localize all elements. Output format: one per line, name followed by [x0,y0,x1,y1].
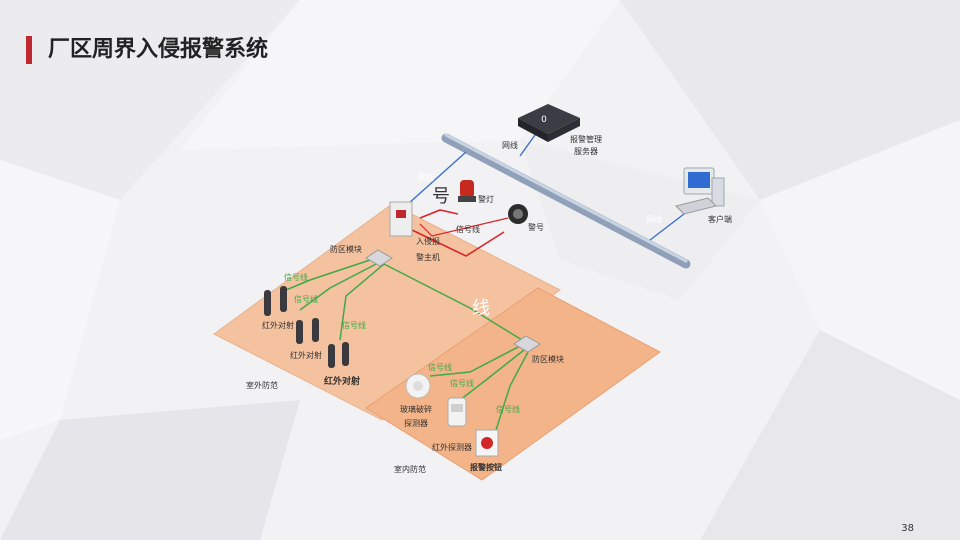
alarm-server-label-1: 报警管理 [570,134,602,144]
signal-line-4-label: 信号线 [428,362,452,372]
green-signal-outdoor-3 [339,263,385,341]
indoor-zone-label: 室内防范 [394,464,426,474]
net-line-host [407,151,467,205]
ir-beam-1-label: 红外对射 [262,320,294,330]
alarm-host-device [389,201,413,237]
outdoor-zone-label: 室外防范 [246,380,278,390]
green-signal-indoor-1 [429,345,521,377]
net-line-left-label: 网线 [418,172,434,182]
signal-big-label: 号 [432,186,450,207]
ir-detector-device [447,397,467,427]
green-signal-outdoor-2 [299,261,381,311]
panic-button-device [475,429,499,457]
ir-beam-pair-1 [264,286,287,316]
network-backbone [441,133,691,269]
glass-break-label-2: 探测器 [404,418,428,428]
zone-module-outer-device [365,249,393,267]
green-signal-indoor-3 [495,351,529,431]
glass-break-label-1: 玻璃破碎 [400,404,432,414]
red-signal-line [411,229,505,257]
signal-line-5-label: 信号线 [450,378,474,388]
client-computer [675,167,725,215]
alarm-server-device: 0 [518,104,580,142]
alarm-server-label-2: 服务器 [574,146,598,156]
zone-module-inner-label: 防区模块 [532,354,564,364]
zone-module-inner-device [513,335,541,353]
svg-text:0: 0 [541,115,547,125]
client-label: 客户端 [708,214,732,224]
ir-beam-2-label: 红外对射 [290,350,322,360]
signal-line-3-label: 信号线 [342,320,366,330]
outdoor-zone-plate [213,203,561,421]
siren-device [508,204,528,224]
zone-module-outer-label: 防区模块 [330,244,362,254]
host-label-2: 警主机 [416,252,440,262]
green-signal-to-indoor [383,263,523,341]
title-accent-bar [26,36,32,64]
host-label-1: 入侵报 [416,236,440,246]
glass-break-detector [405,373,431,399]
ir-beam-pair-3 [328,342,349,368]
alarm-light-label: 警灯 [478,194,494,204]
line-big-label: 线 [472,298,490,319]
signal-line-6-label: 信号线 [496,404,520,414]
green-signal-indoor-2 [459,349,525,401]
net-line-client [649,213,685,241]
net-line-right-label: 网线 [646,214,662,224]
alarm-light-device [458,180,476,202]
green-signal-outdoor-1 [285,257,377,291]
siren-label: 警号 [528,222,544,232]
ir-detector-label: 红外探测器 [432,442,472,452]
ir-beam-pair-2 [296,318,319,344]
indoor-zone-plate [365,287,661,481]
ir-beam-3-label: 红外对射 [324,375,360,387]
page-number: 38 [901,523,914,534]
slide-title: 厂区周界入侵报警系统 [48,37,269,62]
signal-line-2-label: 信号线 [294,294,318,304]
signal-line-red-label: 信号线 [456,224,480,234]
signal-line-1-label: 信号线 [284,272,308,282]
panic-button-label: 报警按钮 [470,462,502,472]
net-line-label: 网线 [502,140,518,150]
